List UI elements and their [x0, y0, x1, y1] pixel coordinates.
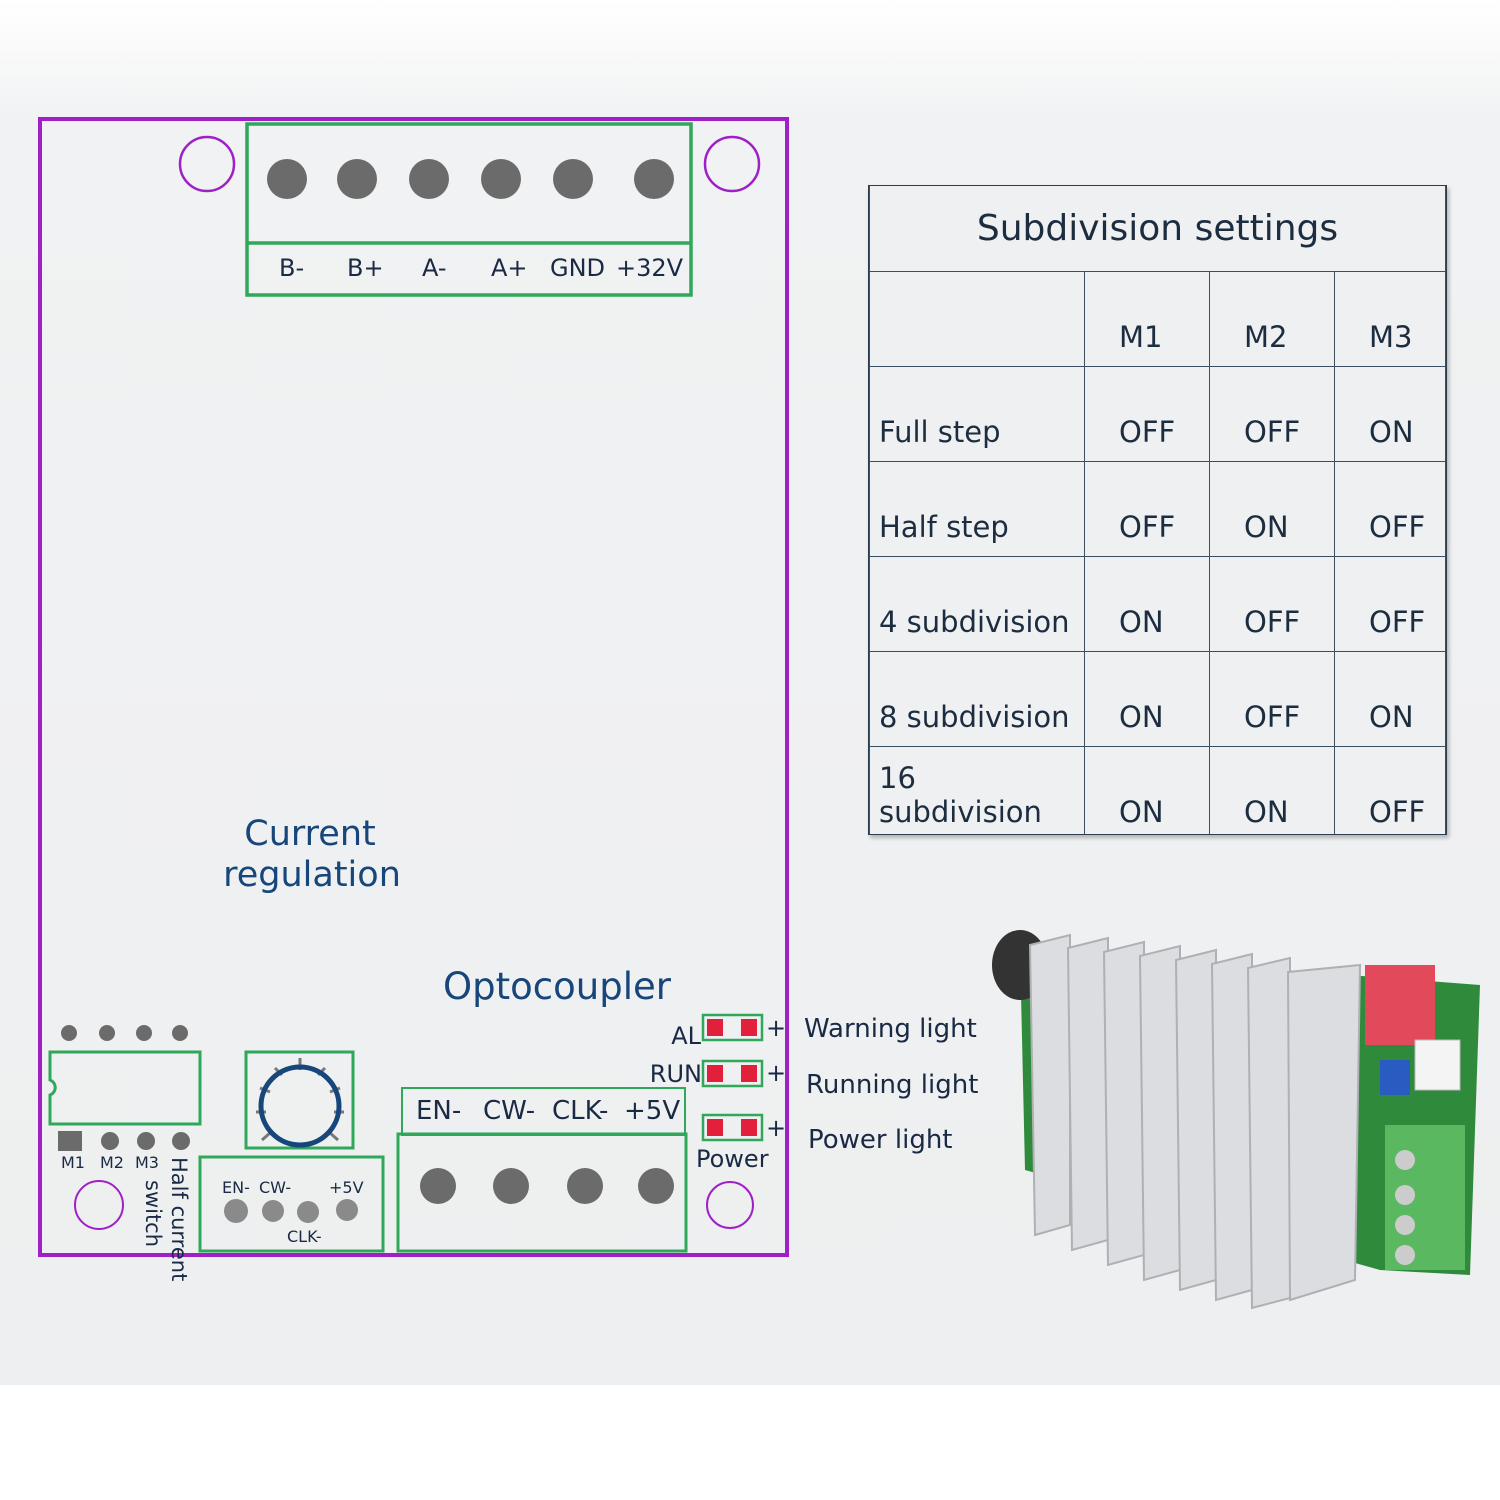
terminal-label: A+: [491, 254, 528, 282]
led-description: Warning light: [804, 1014, 977, 1044]
mounting-hole: [178, 135, 236, 193]
terminal-label: +32V: [616, 254, 684, 282]
led-description: Running light: [806, 1070, 978, 1100]
cell: ON: [1334, 651, 1446, 747]
header-cell: M3: [1334, 271, 1446, 367]
led-label: AL: [671, 1022, 701, 1050]
terminal-label: B+: [347, 254, 384, 282]
terminal-label: CLK-: [552, 1096, 608, 1126]
pin-label: CW-: [259, 1178, 291, 1197]
header-cell: M2: [1209, 271, 1335, 367]
table-title: Subdivision settings: [869, 186, 1446, 272]
row-label: Half step: [869, 461, 1085, 557]
dip-label: M1: [61, 1153, 85, 1172]
cell: OFF: [1084, 461, 1210, 557]
current-regulation-label: regulation: [223, 855, 401, 895]
led-description: Power light: [808, 1125, 953, 1155]
cell: OFF: [1334, 746, 1446, 834]
dip-label: M2: [100, 1153, 124, 1172]
current-regulation-label: Current: [244, 814, 375, 854]
cell: ON: [1209, 461, 1335, 557]
led-plus: +: [766, 1059, 786, 1087]
mounting-hole: [706, 1181, 754, 1229]
row-label: 4 subdivision: [869, 556, 1085, 652]
row-label: Full step: [869, 366, 1085, 462]
cell: ON: [1209, 746, 1335, 834]
board-outline: [38, 117, 789, 1257]
dip-label: M3: [135, 1153, 159, 1172]
half-current-label: Half current: [167, 1157, 191, 1281]
header-cell: [869, 271, 1085, 367]
terminal-label: CW-: [483, 1096, 535, 1126]
row-label: 8 subdivision: [869, 651, 1085, 747]
terminal-label: A-: [422, 254, 447, 282]
led-label: Power: [696, 1145, 769, 1173]
table-header-row: M1 M2 M3: [869, 271, 1446, 367]
cell: OFF: [1209, 556, 1335, 652]
pin-label: EN-: [222, 1178, 250, 1197]
motor-terminal-block: B- B+ A- A+ GND +32V: [245, 122, 693, 297]
cell: OFF: [1209, 651, 1335, 747]
signal-terminal-block: EN- CW- CLK- +5V: [396, 1087, 688, 1253]
signal-header-small: EN- CW- +5V CLK-: [198, 1155, 385, 1253]
row-label: 16 subdivision: [869, 746, 1085, 834]
product-photo: [992, 930, 1480, 1310]
led-plus: +: [766, 1114, 786, 1142]
potentiometer-icon: [244, 1050, 355, 1150]
cell: OFF: [1209, 366, 1335, 462]
header-cell: M1: [1084, 271, 1210, 367]
cell: ON: [1334, 366, 1446, 462]
led-warning: AL + Warning light: [671, 1013, 977, 1050]
terminal-label: EN-: [416, 1096, 461, 1126]
mounting-hole: [74, 1180, 124, 1230]
cell: OFF: [1334, 461, 1446, 557]
terminal-label: GND: [550, 254, 605, 282]
terminal-label: B-: [279, 254, 304, 282]
dip-switch: M1 M2 M3 Half current switch: [48, 1025, 202, 1281]
cell: OFF: [1084, 366, 1210, 462]
optocoupler-label: Optocoupler: [443, 965, 672, 1008]
led-running: RUN + Running light: [650, 1059, 979, 1100]
cell: ON: [1084, 746, 1210, 834]
pin-label: CLK-: [287, 1227, 322, 1246]
pin-label: +5V: [329, 1178, 364, 1197]
terminal-label: +5V: [624, 1096, 680, 1126]
half-current-label: switch: [141, 1180, 165, 1247]
led-label: RUN: [650, 1060, 702, 1088]
led-power: Power + Power light: [696, 1113, 953, 1173]
cell: ON: [1084, 556, 1210, 652]
cell: ON: [1084, 651, 1210, 747]
led-plus: +: [766, 1014, 786, 1042]
cell: OFF: [1334, 556, 1446, 652]
mounting-hole: [703, 135, 761, 193]
